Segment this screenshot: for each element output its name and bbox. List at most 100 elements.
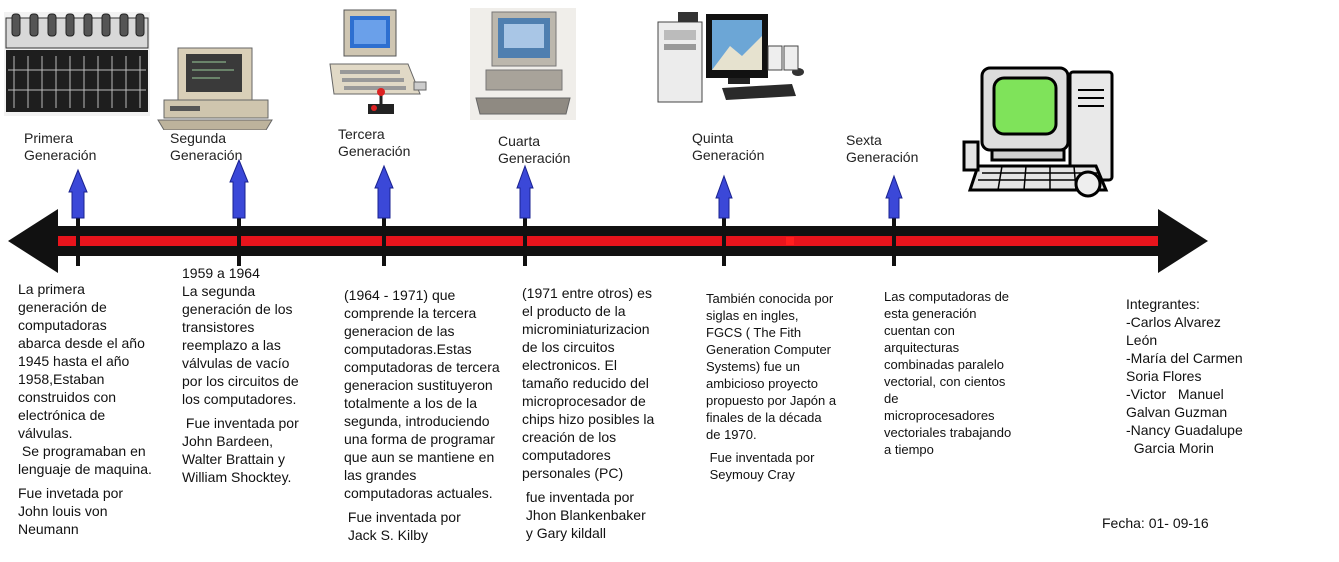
description-line: siglas en ingles,	[706, 307, 876, 324]
inventor-credit: Fue inventada porJohn Bardeen,Walter Bra…	[182, 414, 332, 486]
generation-2-description: 1959 a 1964La segundageneración de lostr…	[182, 264, 332, 486]
member-line: -Carlos Alvarez	[1126, 313, 1286, 331]
generation-3-title: Tercera Generación	[338, 126, 458, 160]
description-line: construidos con	[18, 388, 178, 406]
description-line: válvulas.	[18, 424, 178, 442]
description-line: combinadas paralelo	[884, 356, 1054, 373]
description-line: generacion de las	[344, 322, 520, 340]
description-line: de 1970.	[706, 426, 876, 443]
description-line: tamaño reducido del	[522, 374, 688, 392]
description-line: generacion sustituyeron	[344, 376, 520, 394]
description-line: de los circuitos	[522, 338, 688, 356]
member-line: Galvan Guzman	[1126, 403, 1286, 421]
description-line: ambicioso proyecto	[706, 375, 876, 392]
description-line: segunda, introduciendo	[344, 412, 520, 430]
generation-1-title: Primera Generación	[24, 130, 144, 164]
description-line: propuesto por Japón a	[706, 392, 876, 409]
description-line: También conocida por	[706, 290, 876, 307]
description-line: a tiempo	[884, 441, 1054, 458]
credit-line: y Gary kildall	[522, 524, 688, 542]
member-line: Garcia Morin	[1126, 439, 1286, 457]
description-line: creación de los	[522, 428, 688, 446]
description-line: reemplazo a las	[182, 336, 332, 354]
description-line: las grandes	[344, 466, 520, 484]
description-line: Se programaban en	[18, 442, 178, 460]
description-line: lenguaje de maquina.	[18, 460, 178, 478]
credit-line: Fue inventada por	[706, 449, 876, 466]
member-line: Soria Flores	[1126, 367, 1286, 385]
description-line: totalmente a los de la	[344, 394, 520, 412]
description-line: microminiaturizacion	[522, 320, 688, 338]
credit-line: Walter Brattain y	[182, 450, 332, 468]
description-line: electronicos. El	[522, 356, 688, 374]
arrow-up-icon	[69, 170, 87, 218]
timeline-marker	[786, 237, 794, 245]
description-line: esta generación	[884, 305, 1054, 322]
credit-line: John louis von	[18, 502, 178, 520]
description-line: La segunda	[182, 282, 332, 300]
description-line: válvulas de vacío	[182, 354, 332, 372]
description-line: generación de los	[182, 300, 332, 318]
description-line: transistores	[182, 318, 332, 336]
generation-5-title: Quinta Generación	[692, 130, 812, 164]
description-line: 1958,Estaban	[18, 370, 178, 388]
credit-line: William Shocktey.	[182, 468, 332, 486]
members-heading: Integrantes:	[1126, 295, 1286, 313]
description-line: La primera	[18, 280, 178, 298]
arrow-up-icon	[375, 166, 393, 218]
description-line: que aun se mantiene en	[344, 448, 520, 466]
credit-line: Jhon Blankenbaker	[522, 506, 688, 524]
description-line: computadoras actuales.	[344, 484, 520, 502]
member-line: -Nancy Guadalupe	[1126, 421, 1286, 439]
generation-4-title: Cuarta Generación	[498, 133, 618, 167]
description-line: finales de la década	[706, 409, 876, 426]
date-label: Fecha: 01- 09-16	[1102, 514, 1209, 532]
description-line: microprocesadores	[884, 407, 1054, 424]
credit-line: John Bardeen,	[182, 432, 332, 450]
arrow-up-icon	[886, 176, 902, 218]
credit-line: Fue inventada por	[344, 508, 520, 526]
description-line: (1964 - 1971) que	[344, 286, 520, 304]
description-line: 1959 a 1964	[182, 264, 332, 282]
description-line: personales (PC)	[522, 464, 688, 482]
description-line: Las computadoras de	[884, 288, 1054, 305]
description-line: computadoras de tercera	[344, 358, 520, 376]
credit-line: Seymouy Cray	[706, 466, 876, 483]
description-line: Systems) fue un	[706, 358, 876, 375]
inventor-credit: Fue inventada por Seymouy Cray	[706, 449, 876, 483]
description-line: computadoras	[18, 316, 178, 334]
description-line: abarca desde el año	[18, 334, 178, 352]
description-line: una forma de programar	[344, 430, 520, 448]
arrow-right-icon	[1158, 209, 1208, 273]
description-line: el producto de la	[522, 302, 688, 320]
member-line: -Victor Manuel	[1126, 385, 1286, 403]
member-line: -María del Carmen	[1126, 349, 1286, 367]
description-line: 1945 hasta el año	[18, 352, 178, 370]
generation-6-title: Sexta Generación	[846, 132, 966, 166]
description-line: vectorial, con cientos	[884, 373, 1054, 390]
description-line: FGCS ( The Fith	[706, 324, 876, 341]
description-line: Generation Computer	[706, 341, 876, 358]
description-line: computadoras.Estas	[344, 340, 520, 358]
description-line: de	[884, 390, 1054, 407]
description-line: los computadores.	[182, 390, 332, 408]
inventor-credit: fue inventada por Jhon Blankenbaker y Ga…	[522, 488, 688, 542]
credit-line: Neumann	[18, 520, 178, 538]
arrow-left-icon	[8, 209, 58, 273]
inventor-credit: Fue inventada por Jack S. Kilby	[344, 508, 520, 544]
arrow-up-icon	[230, 160, 248, 218]
description-line: cuentan con	[884, 322, 1054, 339]
timeline-axis-center-line	[48, 236, 1162, 246]
description-line: microprocesador de	[522, 392, 688, 410]
credit-line: fue inventada por	[522, 488, 688, 506]
description-line: arquitecturas	[884, 339, 1054, 356]
description-line: (1971 entre otros) es	[522, 284, 688, 302]
description-line: electrónica de	[18, 406, 178, 424]
